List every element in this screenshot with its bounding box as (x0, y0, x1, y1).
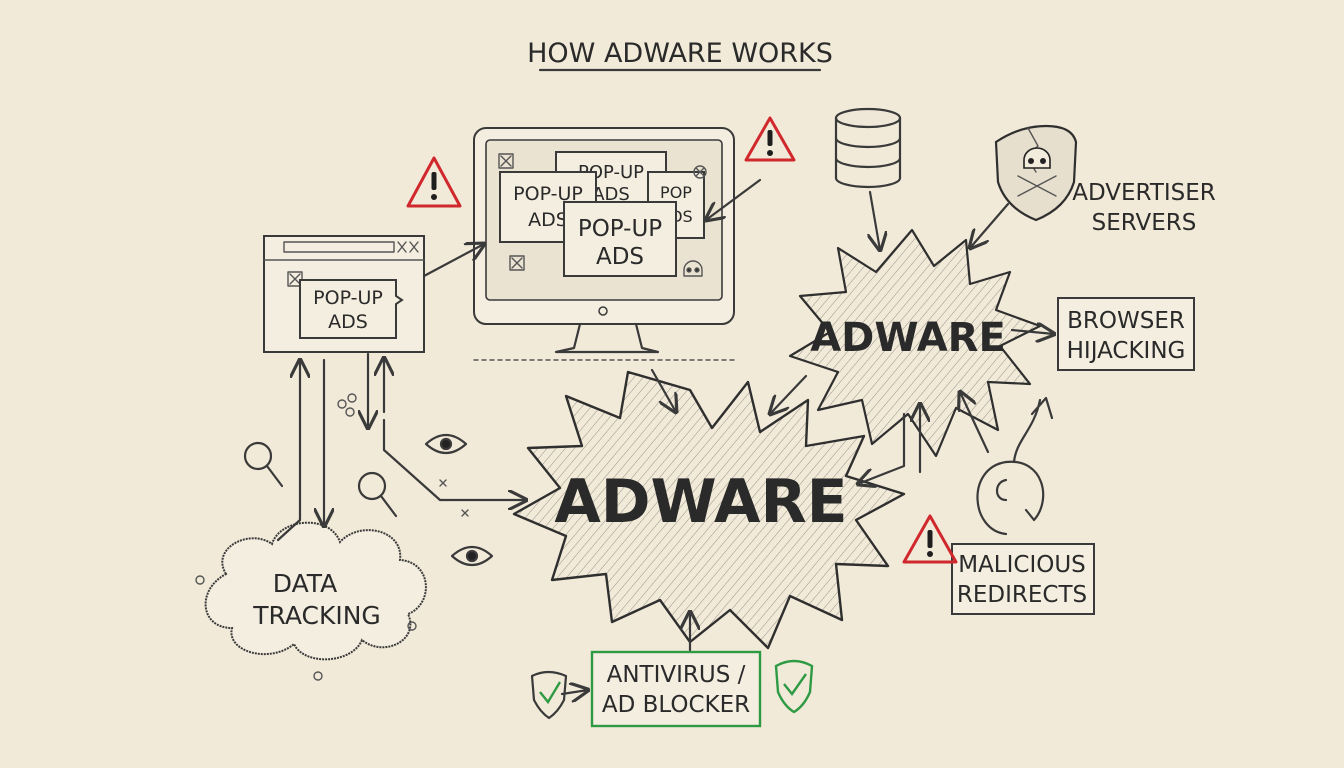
check-shield-icon (774, 659, 814, 714)
eye-icon (424, 433, 494, 567)
svg-text:POP-UP: POP-UP (513, 183, 583, 205)
database-icon (834, 107, 902, 189)
data-tracking-label-2: TRACKING (252, 601, 381, 630)
hook-icon (976, 396, 1054, 536)
antivirus-box: ANTIVIRUS / AD BLOCKER (590, 650, 762, 728)
check-shield-icon (530, 670, 568, 720)
advertiser-servers-label-2: SERVERS (1092, 210, 1197, 236)
svg-text:AD BLOCKER: AD BLOCKER (602, 692, 750, 718)
dots (337, 393, 357, 417)
x-marks (439, 479, 469, 517)
diagram-title: HOW ADWARE WORKS (527, 38, 833, 69)
connectors (276, 178, 1054, 694)
adware-center: ADWARE (512, 370, 906, 650)
magnifier-icon (243, 441, 398, 518)
adware-right: ADWARE (788, 228, 1042, 458)
svg-text:MALICIOUS: MALICIOUS (958, 552, 1086, 578)
skull-icon (683, 260, 703, 277)
advertiser-servers-label-1: ADVERTISER (1072, 180, 1216, 206)
svg-text:ADS: ADS (592, 184, 630, 205)
svg-text:ADS: ADS (328, 311, 368, 333)
popup-front: POP-UP ADS (563, 201, 677, 277)
popup-small-label: POP-UP (313, 287, 383, 309)
close-icon (498, 153, 707, 271)
svg-text:POP-UP: POP-UP (578, 216, 662, 242)
svg-text:REDIRECTS: REDIRECTS (957, 582, 1087, 608)
skull-shield-icon (994, 124, 1078, 222)
svg-text:BROWSER: BROWSER (1067, 308, 1185, 334)
warning-icon (744, 116, 796, 162)
browser-window: POP-UP ADS (263, 235, 425, 353)
adware-center-label: ADWARE (554, 467, 847, 537)
svg-text:ADS: ADS (596, 244, 644, 270)
data-tracking-label-1: DATA (273, 569, 337, 598)
svg-text:POP: POP (660, 183, 692, 202)
svg-text:HIJACKING: HIJACKING (1067, 338, 1186, 364)
warning-icon (406, 156, 462, 208)
warning-icon (902, 514, 958, 564)
svg-text:ANTIVIRUS /: ANTIVIRUS / (607, 662, 746, 688)
browser-hijacking-box: BROWSER HIJACKING (1057, 297, 1195, 371)
svg-text:ADS: ADS (528, 209, 568, 231)
adware-right-label: ADWARE (810, 315, 1006, 361)
malicious-redirects-box: MALICIOUS REDIRECTS (951, 543, 1095, 615)
data-tracking-cloud: DATA TRACKING (195, 521, 427, 681)
